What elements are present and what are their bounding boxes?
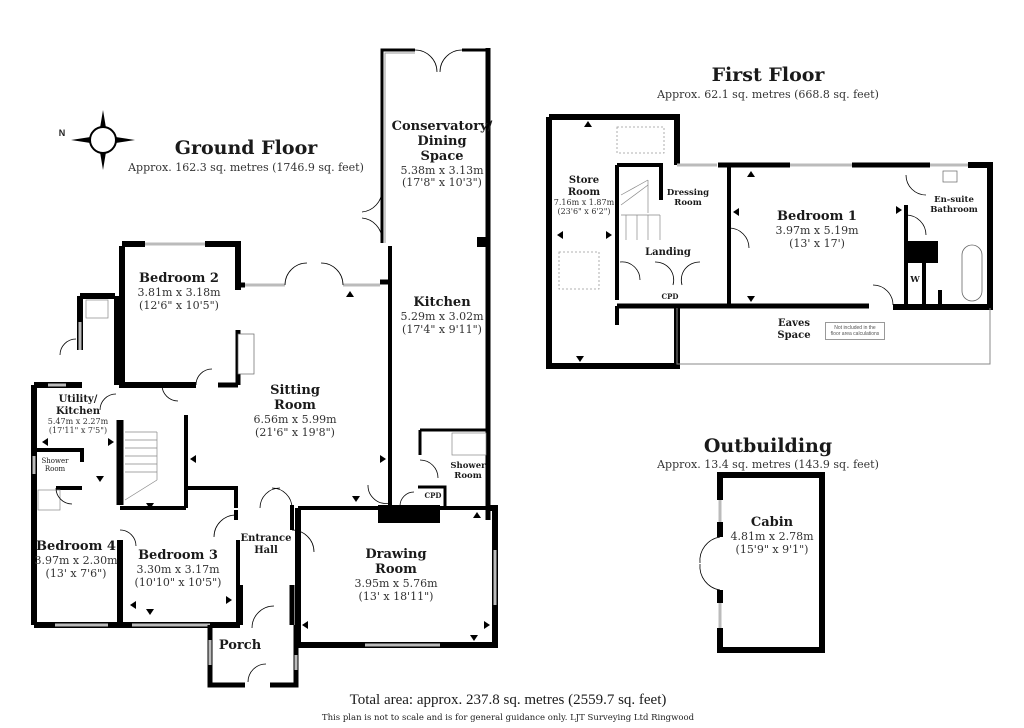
room-shower-room-west: Shower Room — [42, 457, 69, 473]
room-name: W — [910, 275, 920, 285]
room-kitchen: Kitchen 5.29m x 3.02m (17'4" x 9'11") — [400, 295, 484, 336]
room-dimensions-metric: 4.81m x 2.78m — [730, 529, 814, 543]
room-name: Utility/ — [58, 394, 98, 405]
disclaimer: This plan is not to scale and is for gen… — [321, 713, 695, 723]
room-bedroom-2: Bedroom 2 3.81m x 3.18m (12'6" x 10'5") — [137, 271, 221, 312]
room-name-line2: Room — [567, 186, 601, 198]
outbuilding-walls — [699, 472, 825, 653]
room-dimensions-imperial: (13' x 17') — [789, 236, 845, 250]
room-name-line2: Room — [375, 561, 417, 577]
room-name: Bedroom 3 — [138, 548, 218, 563]
room-store-room: Store Room 7.16m x 1.87m (23'6" x 6'2") — [554, 175, 614, 216]
room-name-line2: Hall — [254, 544, 278, 556]
first-floor-markers — [557, 121, 902, 362]
room-porch: Porch — [218, 638, 262, 654]
room-name-line3: Space — [420, 148, 464, 164]
room-dimensions-metric: 7.16m x 1.87m — [553, 198, 615, 207]
ground-floor-title: Ground Floor — [174, 137, 318, 159]
room-name: Store — [568, 175, 600, 186]
room-name: Landing — [645, 247, 691, 258]
room-name: Entrance — [240, 533, 292, 544]
ground-floor-area: Approx. 162.3 sq. metres (1746.9 sq. fee… — [128, 161, 364, 174]
room-name: En-suite — [934, 195, 974, 205]
first-floor-walls — [546, 114, 993, 369]
room-bedroom-3: Bedroom 3 3.30m x 3.17m (10'10" x 10'5") — [134, 548, 222, 589]
room-name-line2: Room — [44, 465, 66, 474]
room-name: Porch — [218, 638, 262, 653]
room-name: CPD — [424, 491, 442, 500]
outbuilding-title: Outbuilding — [703, 435, 833, 457]
room-dimensions-imperial: (13' x 18'11") — [358, 589, 434, 603]
room-dimensions-metric: 3.30m x 3.17m — [136, 562, 220, 576]
room-name: Sitting — [270, 383, 320, 398]
first-floor-area: Approx. 62.1 sq. metres (668.8 sq. feet) — [657, 88, 879, 101]
ground-floor-markers — [42, 291, 490, 641]
room-utility-kitchen: Utility/ Kitchen 5.47m x 2.27m (17'11" x… — [48, 394, 108, 435]
room-conservatory: Conservatory/ Dining Space 5.38m x 3.13m… — [391, 119, 493, 190]
room-cabin: Cabin 4.81m x 2.78m (15'9" x 9'1") — [730, 515, 814, 556]
room-wc: W — [910, 275, 920, 286]
room-name: Shower — [41, 457, 69, 465]
room-entrance-hall: Entrance Hall — [241, 533, 292, 556]
room-landing: Landing — [645, 247, 691, 259]
room-dimensions-imperial: (17'4" x 9'11") — [402, 322, 482, 336]
outbuilding-area: Approx. 13.4 sq. metres (143.9 sq. feet) — [657, 458, 879, 471]
room-bedroom-1: Bedroom 1 3.97m x 5.19m (13' x 17') — [775, 209, 859, 250]
room-name-line2: Room — [274, 397, 316, 413]
room-name: Bedroom 2 — [139, 271, 219, 286]
room-dimensions-metric: 3.97m x 5.19m — [775, 223, 859, 237]
room-name: Eaves — [778, 318, 810, 329]
room-name: Drawing — [365, 547, 427, 562]
room-name: Conservatory/ — [391, 119, 493, 134]
room-dimensions-metric: 3.81m x 3.18m — [137, 285, 221, 299]
room-name: Bedroom 1 — [777, 209, 857, 224]
room-dressing-room: Dressing Room — [666, 188, 710, 209]
room-cpd-ground: CPD — [424, 491, 442, 500]
room-dimensions-metric: 5.29m x 3.02m — [400, 309, 484, 323]
room-name-line2: Kitchen — [55, 405, 101, 417]
room-dimensions-imperial: (15'9" x 9'1") — [735, 542, 809, 556]
room-name-line2: Room — [674, 197, 702, 208]
room-drawing-room: Drawing Room 3.95m x 5.76m (13' x 18'11"… — [354, 547, 438, 603]
room-dimensions-imperial: (12'6" x 10'5") — [139, 298, 219, 312]
room-name: Kitchen — [413, 295, 471, 310]
room-name-line2: Dining — [417, 133, 467, 149]
room-shower-room-east: Shower Room — [450, 461, 486, 482]
ground-floor-walls — [31, 48, 498, 688]
compass-north-label: N — [58, 128, 66, 138]
compass-icon — [71, 110, 135, 170]
first-floor-title: First Floor — [711, 64, 825, 86]
room-name: Dressing — [666, 188, 710, 198]
room-name: Shower — [450, 461, 486, 471]
room-cpd-first: CPD — [661, 292, 679, 301]
room-name-line2: Bathroom — [930, 204, 978, 215]
room-dimensions-imperial: (13' x 7'6") — [45, 566, 107, 580]
room-en-suite-bathroom: En-suite Bathroom — [930, 195, 978, 216]
eaves-area-note: Not included in the floor area calculati… — [825, 322, 885, 340]
room-dimensions-imperial: (10'10" x 10'5") — [134, 575, 222, 589]
room-dimensions-imperial: (17'8" x 10'3") — [402, 176, 482, 190]
total-area: Total area: approx. 237.8 sq. metres (25… — [349, 692, 667, 708]
room-dimensions-imperial: (21'6" x 19'8") — [255, 425, 335, 439]
room-dimensions-imperial: (17'11" x 7'5") — [48, 426, 108, 436]
room-bedroom-4: Bedroom 4 3.97m x 2.30m (13' x 7'6") — [34, 539, 118, 580]
room-dimensions-imperial: (23'6" x 6'2") — [557, 207, 611, 217]
room-eaves-space: Eaves Space — [777, 318, 810, 341]
room-dimensions-metric: 3.97m x 2.30m — [34, 553, 118, 567]
room-sitting-room: Sitting Room 6.56m x 5.99m (21'6" x 19'8… — [253, 383, 337, 439]
room-dimensions-metric: 3.95m x 5.76m — [354, 576, 438, 590]
room-name-line2: Room — [454, 470, 482, 481]
room-dimensions-metric: 6.56m x 5.99m — [253, 412, 337, 426]
room-name: Cabin — [750, 515, 794, 530]
room-dimensions-metric: 5.38m x 3.13m — [400, 163, 484, 177]
room-dimensions-metric: 5.47m x 2.27m — [47, 417, 109, 426]
room-name-line2: Space — [777, 329, 811, 341]
room-name: Bedroom 4 — [36, 539, 116, 554]
room-name: CPD — [661, 292, 679, 301]
